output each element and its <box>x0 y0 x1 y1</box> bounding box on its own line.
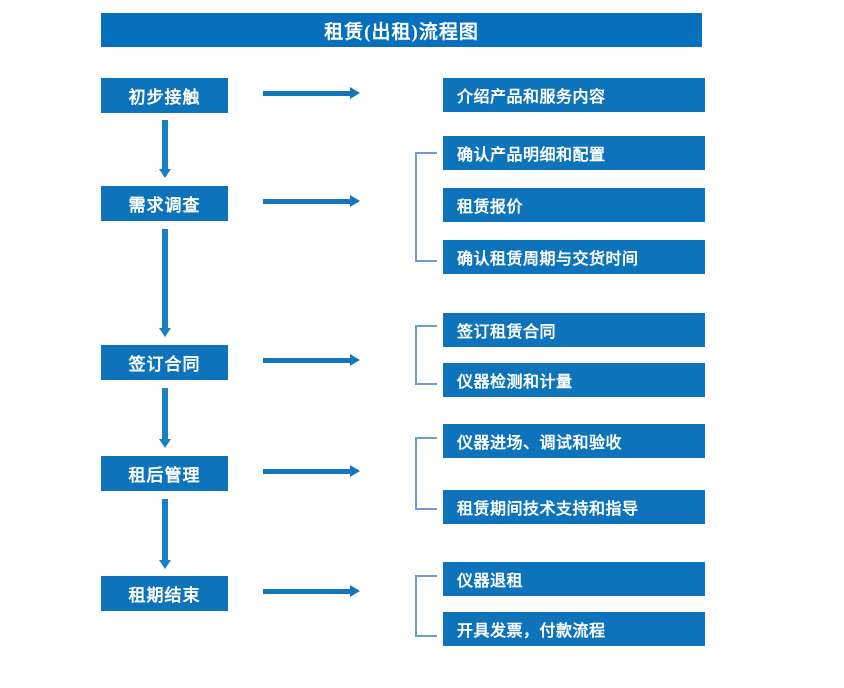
group-bracket-needs-survey <box>415 152 437 262</box>
right-arrow-icon-4 <box>263 465 360 477</box>
right-arrow-icon-3 <box>263 354 360 366</box>
detail-box-instrument-return[interactable]: 仪器退租 <box>443 562 705 596</box>
stage-box-initial-contact[interactable]: 初步接触 <box>101 78 228 113</box>
group-bracket-post-rental-management <box>415 437 437 510</box>
down-arrow-icon-4 <box>159 499 171 569</box>
right-arrow-icon-1 <box>263 87 360 99</box>
stage-box-lease-end[interactable]: 租期结束 <box>101 576 228 611</box>
detail-box-instrument-entry-commissioning-acceptance[interactable]: 仪器进场、调试和验收 <box>443 424 705 458</box>
stage-box-needs-survey[interactable]: 需求调查 <box>101 186 228 221</box>
group-bracket-sign-contract <box>415 325 437 385</box>
detail-box-introduce-products-services[interactable]: 介绍产品和服务内容 <box>443 78 705 112</box>
right-arrow-icon-5 <box>263 585 360 597</box>
detail-box-rental-quotation[interactable]: 租赁报价 <box>443 188 705 222</box>
right-arrow-icon-2 <box>263 195 360 207</box>
detail-box-confirm-product-spec[interactable]: 确认产品明细和配置 <box>443 136 705 170</box>
group-bracket-lease-end <box>415 575 437 637</box>
detail-box-sign-rental-contract[interactable]: 签订租赁合同 <box>443 313 705 347</box>
detail-box-invoice-payment-process[interactable]: 开具发票，付款流程 <box>443 612 705 646</box>
page-title: 租赁(出租)流程图 <box>101 13 702 47</box>
detail-box-instrument-inspection-metering[interactable]: 仪器检测和计量 <box>443 363 705 397</box>
down-arrow-icon-3 <box>159 388 171 448</box>
detail-box-confirm-period-delivery[interactable]: 确认租赁周期与交货时间 <box>443 240 705 274</box>
down-arrow-icon-1 <box>159 120 171 178</box>
down-arrow-icon-2 <box>159 229 171 337</box>
stage-box-post-rental-management[interactable]: 租后管理 <box>101 456 228 491</box>
stage-box-sign-contract[interactable]: 签订合同 <box>101 345 228 380</box>
detail-box-technical-support-during-rental[interactable]: 租赁期间技术支持和指导 <box>443 490 705 524</box>
